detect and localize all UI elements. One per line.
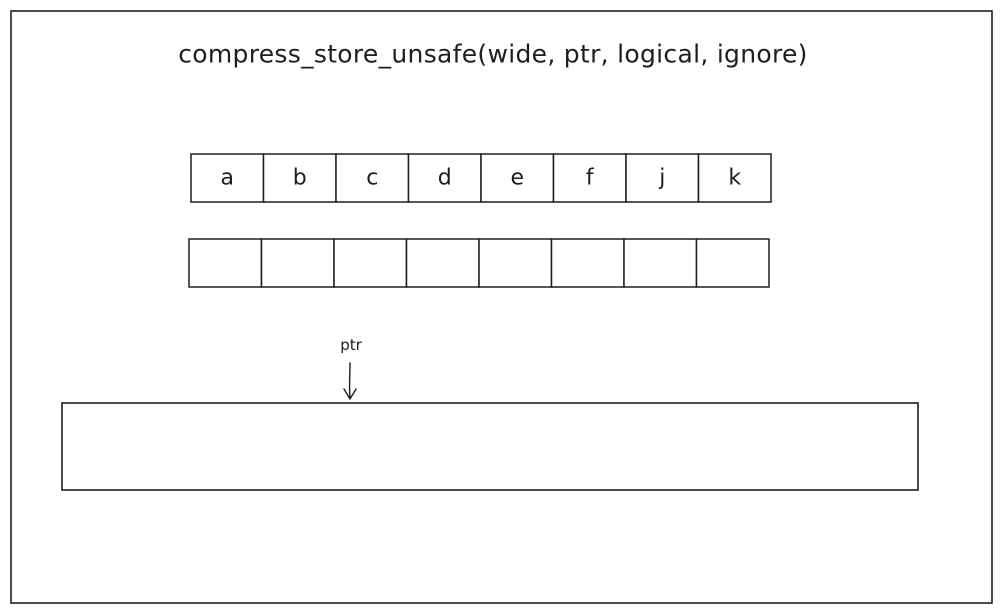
wide-cell-value: c	[366, 166, 378, 191]
wide-cell: k	[697, 153, 772, 203]
wide-cell-value: k	[728, 166, 741, 191]
logical-mask-row	[188, 238, 770, 288]
wide-cell: f	[552, 153, 627, 203]
wide-cell-box	[335, 153, 410, 203]
destination-memory-buffer	[61, 402, 919, 491]
wide-cell-box	[697, 153, 772, 203]
wide-cell: b	[262, 153, 337, 203]
mask-cell-selected	[478, 238, 553, 288]
ptr-label: ptr	[340, 336, 362, 354]
mask-cell-selected	[405, 238, 480, 288]
wide-cell-value: b	[293, 166, 307, 191]
wide-cell-box	[190, 153, 265, 203]
wide-cell-box	[552, 153, 627, 203]
wide-cell: d	[407, 153, 482, 203]
function-signature-title: compress_store_unsafe(wide, ptr, logical…	[178, 40, 807, 69]
ptr-pointer: ptr	[340, 336, 363, 400]
wide-cell-value: e	[510, 166, 524, 191]
mask-cell-ignored	[333, 238, 408, 288]
wide-cell-box	[625, 153, 700, 203]
wide-cell-box	[480, 153, 555, 203]
mask-cell-ignored	[260, 238, 335, 288]
wide-cell: a	[190, 153, 265, 203]
wide-cell-value: a	[221, 166, 234, 191]
mask-cell-selected	[188, 238, 263, 288]
wide-cell: j	[625, 153, 700, 203]
wide-cell-value: j	[658, 166, 665, 191]
mask-cell-ignored	[695, 238, 770, 288]
wide-cell: c	[335, 153, 410, 203]
wide-cell-box	[262, 153, 337, 203]
outer-frame	[10, 10, 993, 604]
ptr-arrow-head	[343, 388, 357, 400]
mask-cell-ignored	[623, 238, 698, 288]
wide-cell: e	[480, 153, 555, 203]
wide-cell-value: f	[586, 166, 595, 191]
wide-cell-value: d	[438, 166, 452, 191]
mask-cell-ignored	[550, 238, 625, 288]
